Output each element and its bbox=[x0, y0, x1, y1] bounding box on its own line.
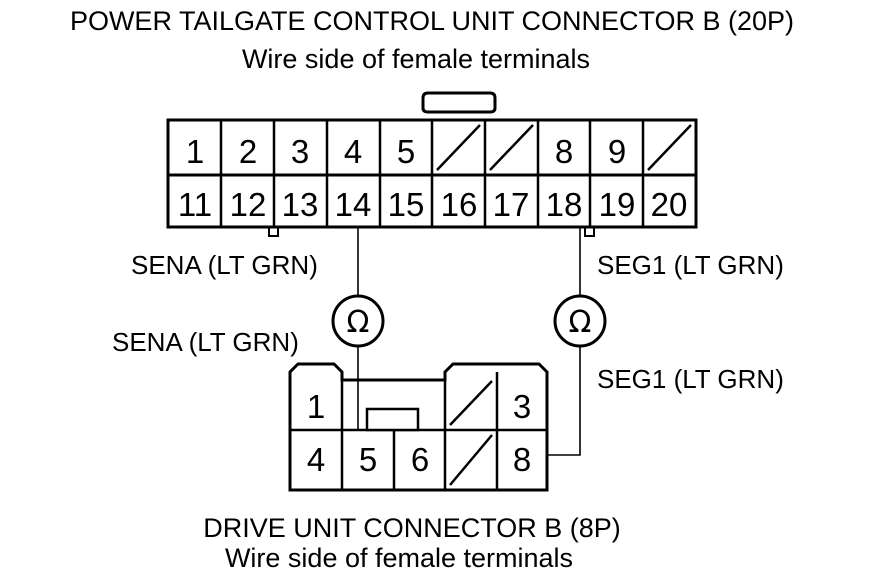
ohm-icon: Ω bbox=[569, 305, 592, 340]
connector-a bbox=[166, 91, 698, 237]
ohm-icon: Ω bbox=[347, 305, 370, 340]
wires bbox=[357, 227, 581, 456]
wire-label-sena-top: SENA (LT GRN) bbox=[131, 250, 318, 280]
connector-a-empty-cavities bbox=[436, 124, 692, 171]
pin-label: 4 bbox=[344, 133, 362, 170]
connector-a-columns bbox=[219, 120, 645, 227]
wire-label-sena-bottom: SENA (LT GRN) bbox=[112, 327, 299, 357]
pin-label: 8 bbox=[513, 441, 531, 478]
pin-label: 2 bbox=[239, 133, 257, 170]
pin-label: 17 bbox=[493, 186, 530, 223]
connector-a-tab-right bbox=[584, 226, 595, 237]
pin-label: 14 bbox=[335, 186, 372, 223]
pin-label: 1 bbox=[186, 133, 204, 170]
pin-label: 20 bbox=[651, 186, 688, 223]
pin-label: 5 bbox=[397, 133, 415, 170]
pin-label: 13 bbox=[282, 186, 319, 223]
pin-label: 9 bbox=[608, 133, 626, 170]
connector-b-bottom-row: 4 5 6 8 bbox=[307, 441, 531, 478]
connector-a-title: POWER TAILGATE CONTROL UNIT CONNECTOR B … bbox=[70, 6, 794, 36]
pin-label: 15 bbox=[388, 186, 425, 223]
pin-label: 18 bbox=[546, 186, 583, 223]
connector-a-tab-left bbox=[268, 226, 279, 237]
pin-label: 3 bbox=[291, 133, 309, 170]
connector-a-latch bbox=[421, 91, 497, 114]
pin-label: 4 bbox=[307, 441, 325, 478]
pin-label: 11 bbox=[178, 186, 212, 223]
connector-b-subtitle: Wire side of female terminals bbox=[225, 543, 573, 573]
connector-a-row2: 11 12 13 14 15 16 17 18 19 20 bbox=[178, 186, 687, 223]
connector-b-title: DRIVE UNIT CONNECTOR B (8P) bbox=[203, 513, 621, 543]
connector-b-latch bbox=[365, 407, 420, 432]
pin-label: 19 bbox=[599, 186, 636, 223]
connector-b-empty-bottom bbox=[449, 434, 493, 486]
pin-label: 1 bbox=[307, 388, 325, 425]
pin-label: 3 bbox=[513, 388, 531, 425]
connector-a-subtitle: Wire side of female terminals bbox=[242, 44, 590, 74]
wire-label-seg1-bottom: SEG1 (LT GRN) bbox=[597, 364, 784, 394]
pin-label: 16 bbox=[441, 186, 478, 223]
wire-label-seg1-top: SEG1 (LT GRN) bbox=[597, 250, 784, 280]
ohmmeter-left-circle bbox=[331, 294, 385, 348]
pin-label: 12 bbox=[230, 186, 267, 223]
connector-b-empty-top bbox=[449, 380, 493, 426]
ohmmeter-right: Ω bbox=[553, 294, 607, 348]
pin-label: 8 bbox=[555, 133, 573, 170]
wire-seg1-lower bbox=[547, 346, 581, 456]
pin-label: 6 bbox=[411, 441, 429, 478]
ohmmeter-right-circle bbox=[553, 294, 607, 348]
pin-label: 5 bbox=[359, 441, 377, 478]
ohmmeter-left: Ω bbox=[331, 294, 385, 348]
connector-b-top-row: 1 3 bbox=[307, 388, 531, 425]
connector-b bbox=[288, 362, 549, 492]
connector-a-row1: 1 2 3 4 5 8 9 bbox=[186, 133, 626, 170]
